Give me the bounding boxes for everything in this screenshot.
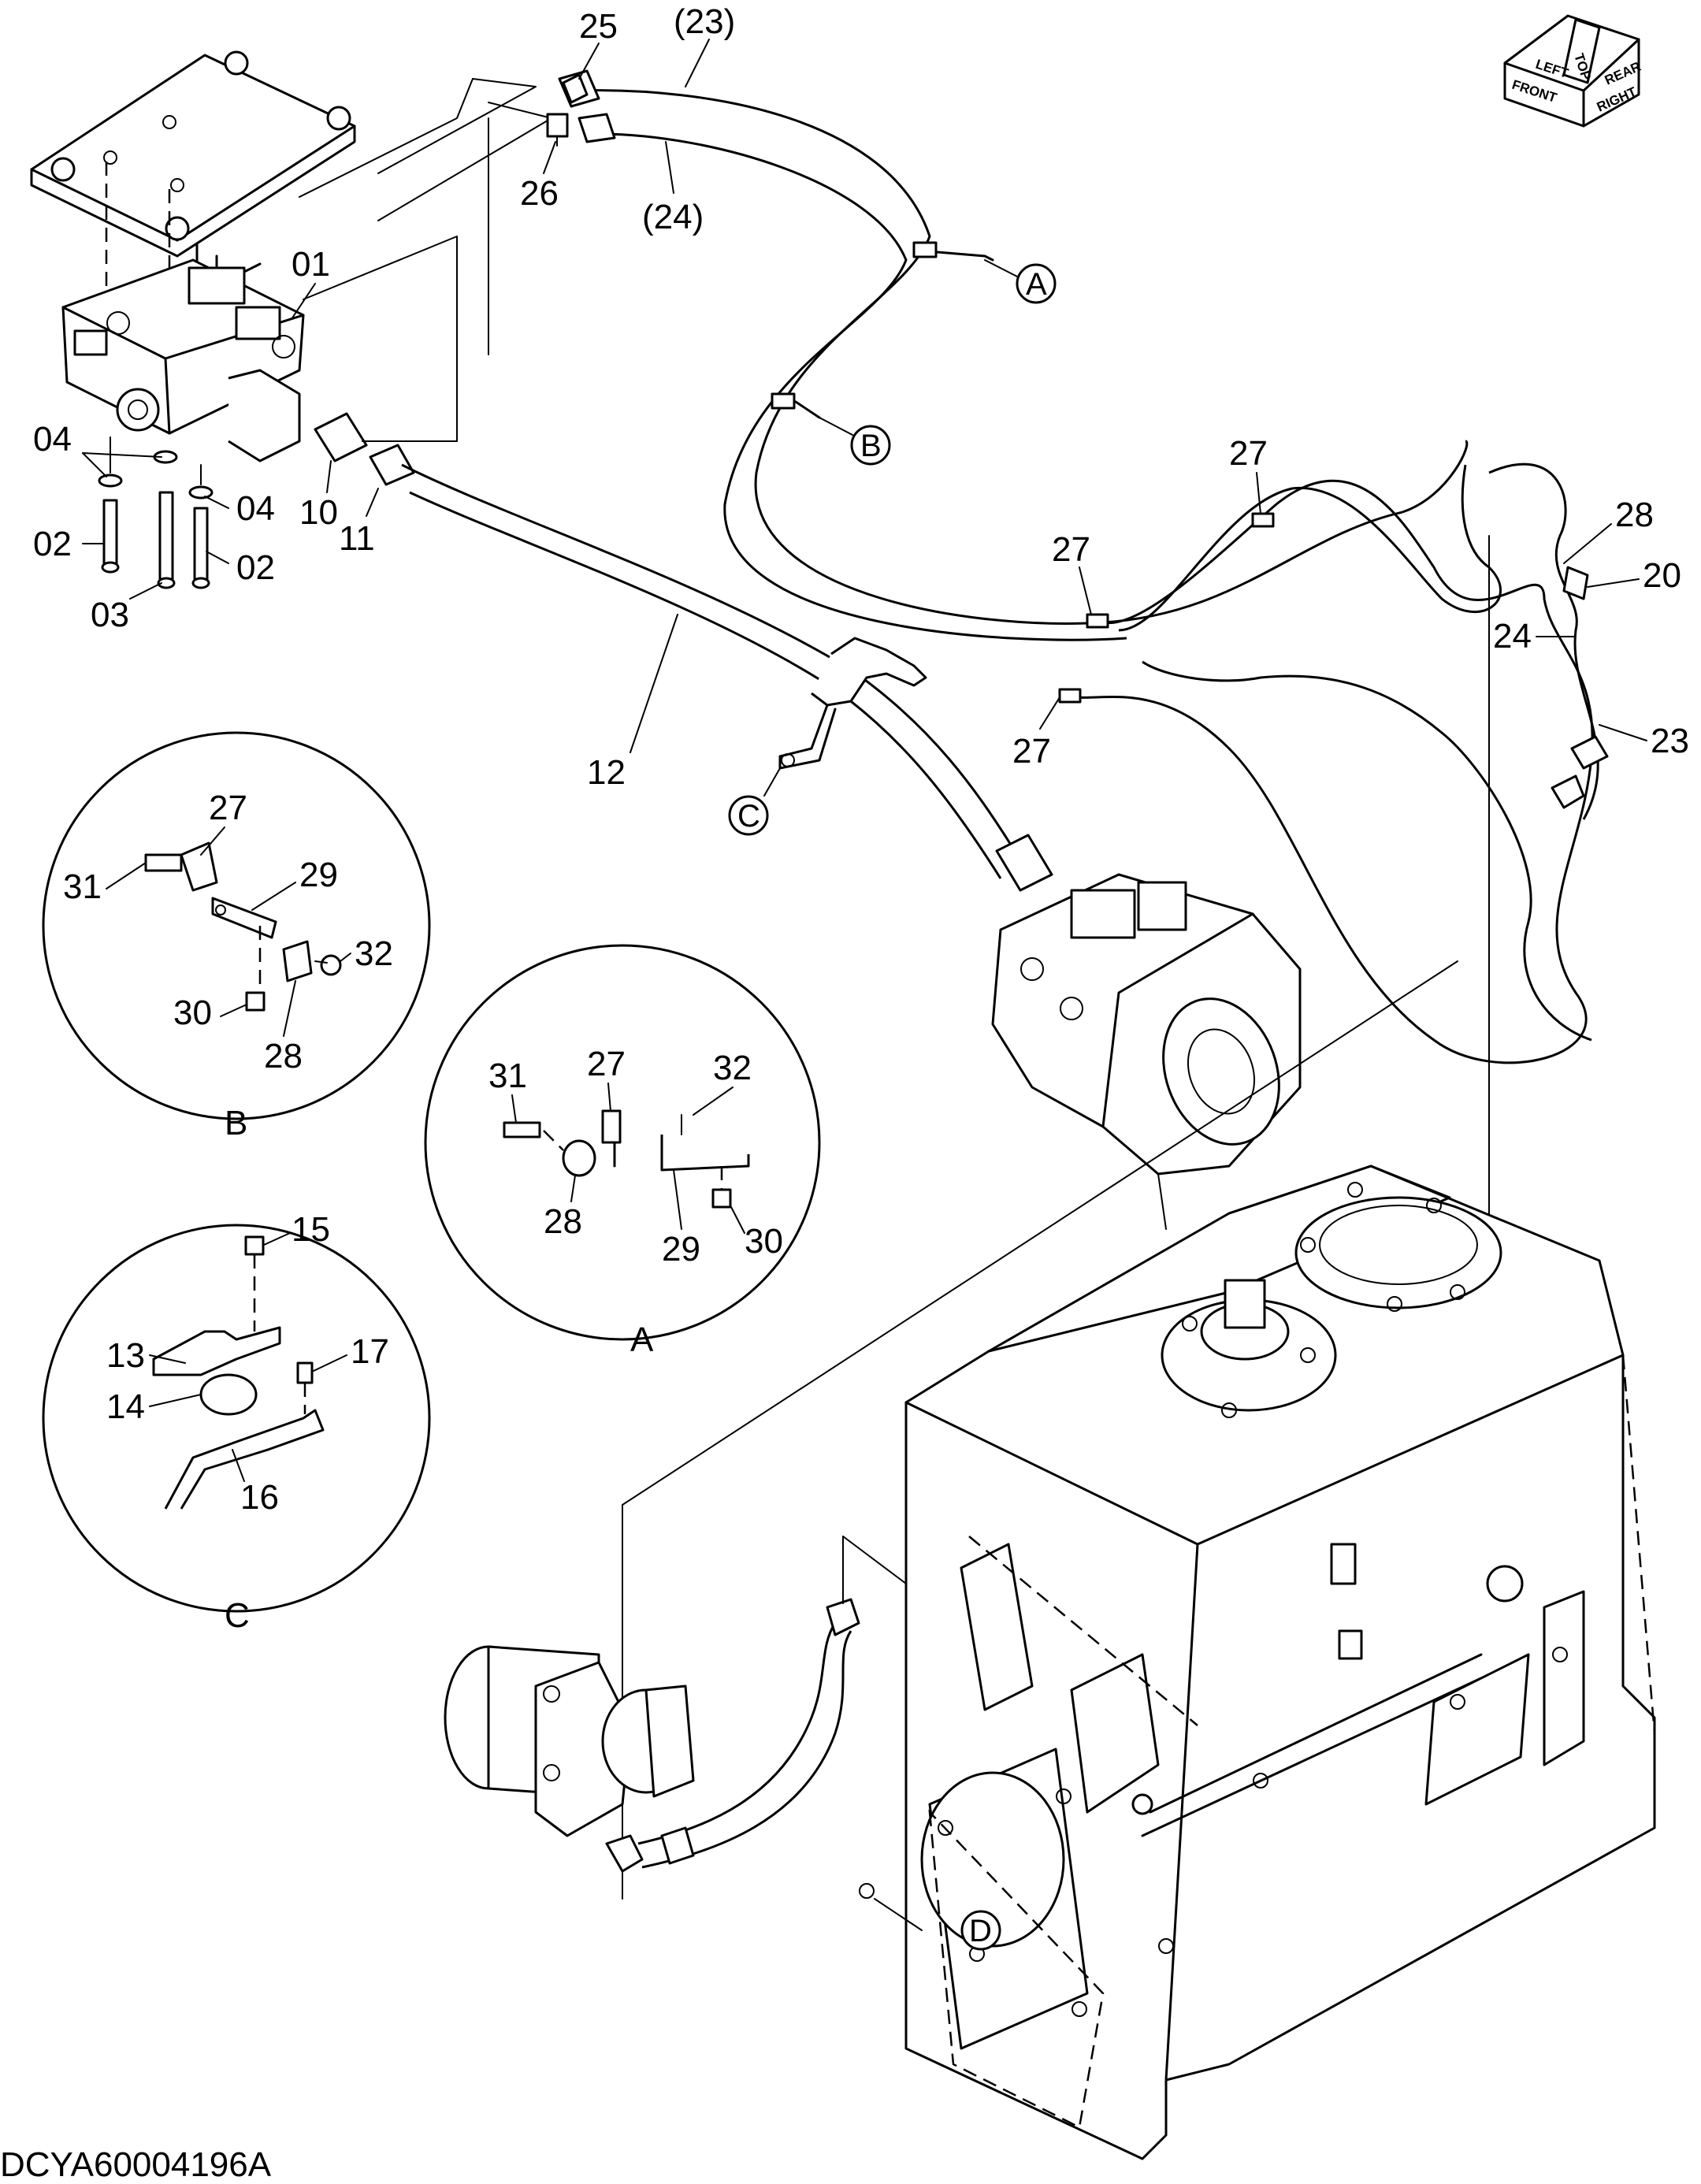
detail-c-15: 15 <box>292 1210 330 1249</box>
detail-c-title: C <box>225 1596 250 1635</box>
callout-12: 12 <box>587 753 626 792</box>
detail-b-30: 30 <box>173 994 212 1032</box>
machine-frame <box>904 1164 1656 2160</box>
detail-b-29: 29 <box>299 856 338 894</box>
detail-c-16: 16 <box>240 1478 279 1517</box>
callout-02-right: 02 <box>236 548 275 587</box>
callout-10: 10 <box>299 493 338 532</box>
view-ref-d: D <box>969 1914 992 1948</box>
detail-a-31: 31 <box>488 1057 527 1095</box>
detail-b-title: B <box>225 1104 247 1142</box>
detail-a-29: 29 <box>662 1230 700 1268</box>
orientation-cube-icon: FRONT RIGHT TOP LEFT REAR <box>1503 14 1643 128</box>
callout-28: 28 <box>1615 496 1654 534</box>
detail-b-27: 27 <box>209 789 247 827</box>
view-ref-a-circle <box>1016 263 1057 304</box>
view-ref-leaders <box>763 259 1019 797</box>
callout-03: 03 <box>91 596 129 634</box>
callout-23: 23 <box>1651 722 1689 760</box>
view-ref-b-circle <box>850 425 891 466</box>
detail-a-30: 30 <box>745 1222 783 1261</box>
detail-b-28: 28 <box>264 1037 303 1075</box>
callout-11: 11 <box>339 519 375 558</box>
callout-25: 25 <box>579 7 618 46</box>
view-ref-c: C <box>737 799 760 834</box>
detail-a-32: 32 <box>713 1049 752 1087</box>
hose-clips <box>771 241 1275 704</box>
clamp-assembly-c <box>778 637 927 770</box>
detail-a-28: 28 <box>544 1202 582 1241</box>
callout-26: 26 <box>520 174 559 213</box>
callout-24-ref: (24) <box>642 198 704 236</box>
callout-04-right: 04 <box>236 489 275 528</box>
control-valve <box>61 258 305 462</box>
callout-27-mid: 27 <box>1052 530 1090 569</box>
detail-a-title: A <box>630 1320 654 1359</box>
short-hose <box>637 1536 923 1931</box>
detail-a-27: 27 <box>587 1045 626 1083</box>
callout-24: 24 <box>1493 617 1532 656</box>
callout-27-top: 27 <box>1229 434 1268 473</box>
callout-04-left: 04 <box>33 420 72 459</box>
callout-23-ref: (23) <box>674 2 735 41</box>
view-ref-c-circle <box>728 795 769 836</box>
frame-bolts <box>938 1182 1568 2017</box>
view-ref-a: A <box>1026 267 1047 302</box>
detail-c-13: 13 <box>106 1336 145 1375</box>
detail-c-14: 14 <box>106 1387 145 1426</box>
callout-leaders <box>82 39 1647 753</box>
callout-20: 20 <box>1643 556 1681 595</box>
fittings-10-11 <box>314 412 415 486</box>
hydraulic-pump <box>991 873 1302 1230</box>
detail-c-17: 17 <box>351 1332 389 1371</box>
detail-c <box>42 1224 431 1613</box>
detail-b-labels: 27 29 31 32 30 28 B <box>63 789 393 1142</box>
detail-a-labels: 31 27 32 28 29 30 A <box>488 1045 783 1359</box>
callout-27-low: 27 <box>1012 732 1051 771</box>
gear-pump <box>444 1645 695 1873</box>
view-ref-b: B <box>860 429 882 463</box>
fittings-25-26 <box>546 73 589 147</box>
callout-01: 01 <box>292 245 330 284</box>
hose-12 <box>401 463 1053 892</box>
mounting-bolts <box>98 436 214 589</box>
callout-02-left: 02 <box>33 525 72 563</box>
detail-a <box>424 944 821 1341</box>
view-refs: A B C D <box>728 263 1057 1951</box>
detail-b <box>42 731 431 1120</box>
callout-labels: 25 (23) 26 (24) 01 04 04 10 11 02 02 03 … <box>33 2 1689 792</box>
detail-c-labels: 15 13 17 14 16 C <box>106 1210 389 1635</box>
detail-b-31: 31 <box>63 867 102 906</box>
drawing-id: DCYA60004196A <box>0 2145 272 2184</box>
detail-b-32: 32 <box>355 934 393 973</box>
view-ref-d-circle <box>960 1910 1001 1951</box>
